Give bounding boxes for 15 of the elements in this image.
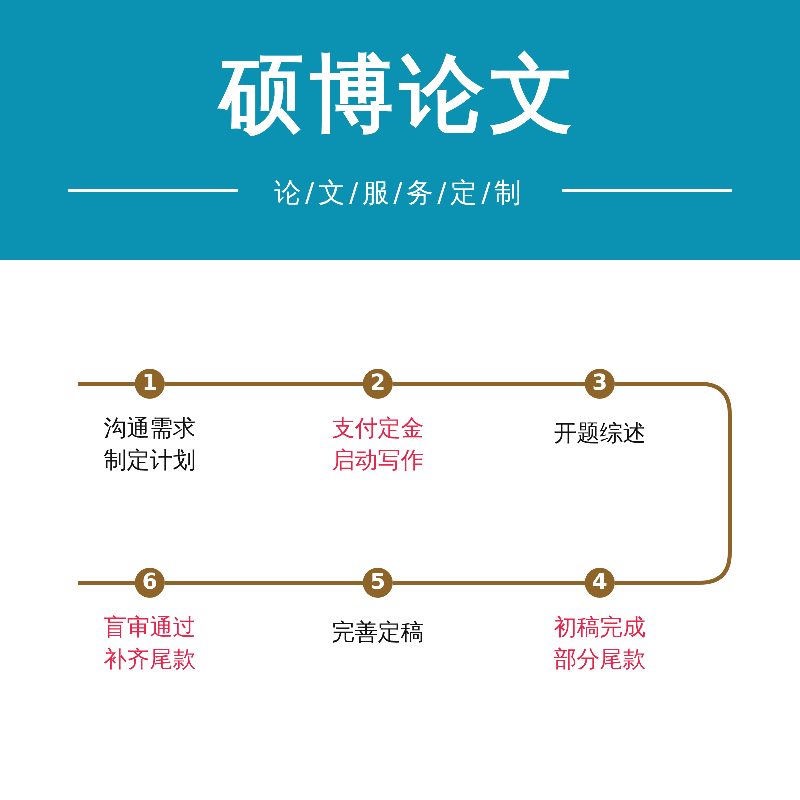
step-caption: 盲审通过补齐尾款 — [103, 614, 197, 675]
connector-line — [393, 581, 585, 585]
connector-line — [165, 581, 363, 585]
step-caption: 沟通需求制定计划 — [103, 415, 197, 476]
subtitle: 论/文/服/务/定/制 — [273, 177, 527, 211]
connector-line — [393, 382, 585, 386]
step-caption: 初稿完成部分尾款 — [553, 614, 647, 675]
connector-line — [165, 382, 363, 386]
step-caption: 开题综述 — [553, 420, 647, 449]
step-caption: 支付定金启动写作 — [331, 415, 425, 476]
connector-line — [78, 382, 135, 386]
connector-line — [78, 581, 135, 585]
step-caption: 完善定稿 — [331, 619, 425, 648]
connector-line — [615, 382, 732, 585]
title: 硕博论文 — [0, 38, 800, 152]
